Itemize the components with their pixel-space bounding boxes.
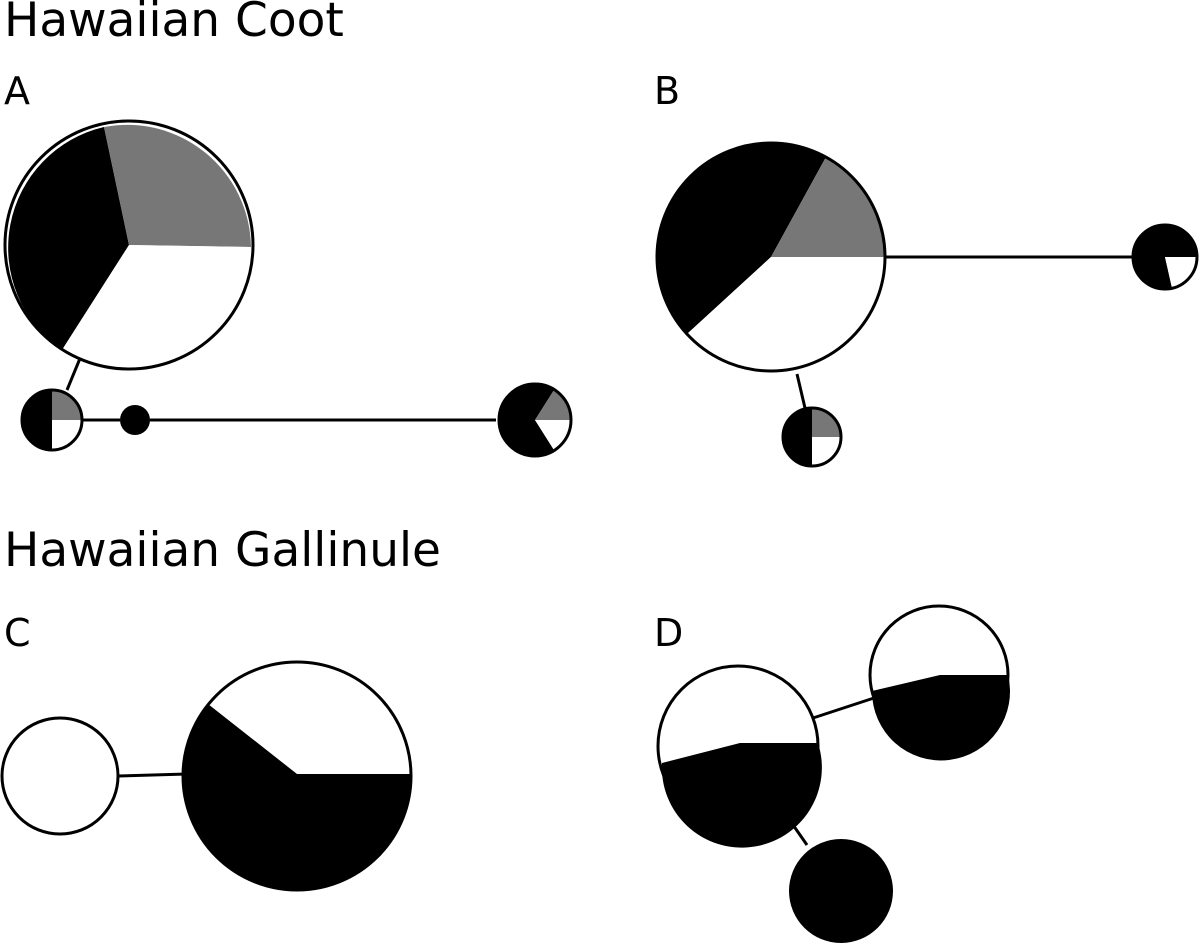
node-outline: [868, 604, 1010, 746]
haplotype-node: [656, 664, 822, 848]
pie-slice-white: [208, 661, 411, 776]
node-outline: [0, 716, 120, 836]
network-edge: [117, 772, 188, 778]
haplotype-node: [181, 660, 413, 892]
node-outline: [656, 664, 820, 828]
panel-label-a: A: [4, 69, 30, 113]
panel-d-network: [656, 604, 1010, 943]
pie-slice-white: [52, 420, 82, 450]
pie-slice-gray: [104, 124, 251, 247]
panel-a-network: [3, 119, 573, 458]
haplotype-node: [3, 119, 255, 371]
pie-slice-gray: [52, 390, 82, 420]
panel-label-c: C: [4, 611, 31, 655]
node-outline: [3, 119, 255, 371]
pie-slice-white: [62, 245, 251, 369]
node-outline: [181, 660, 413, 892]
haplotype-node: [497, 382, 573, 458]
panel-b-network: [655, 141, 1199, 468]
section-title-hawaiian-gallinule: Hawaiian Gallinule: [4, 523, 441, 578]
haplotype-node: [120, 405, 150, 435]
network-edge: [795, 373, 807, 409]
pie-slice-black: [661, 743, 822, 848]
pie-slice-black: [8, 127, 129, 350]
panel-label-b: B: [654, 69, 680, 113]
panel-label-d: D: [654, 611, 683, 655]
pie-slice-black: [871, 675, 1010, 761]
haplotype-node: [655, 141, 887, 373]
pie-slice-black: [22, 390, 52, 450]
node-outline: [781, 406, 843, 468]
pie-slice-gray: [812, 408, 841, 437]
pie-slice-black: [789, 839, 893, 943]
node-outline: [497, 382, 573, 458]
pie-slice-white: [1165, 257, 1197, 288]
pie-slice-black: [120, 405, 150, 435]
panel-c-network: [0, 660, 413, 892]
section-title-hawaiian-coot: Hawaiian Coot: [4, 0, 344, 48]
haplotype-node: [1131, 223, 1199, 291]
node-outline: [655, 141, 887, 373]
network-edge: [812, 695, 878, 720]
pie-slice-black: [183, 704, 412, 890]
haplotype-node: [868, 604, 1010, 761]
pie-slice-black: [783, 408, 812, 466]
pie-slice-black: [656, 142, 826, 334]
pie-slice-black: [498, 384, 554, 456]
node-outline: [1131, 223, 1199, 291]
pie-slice-black: [1133, 224, 1198, 289]
haplotype-node: [789, 839, 893, 943]
haplotype-node: [781, 406, 843, 468]
pie-slice-white: [687, 257, 885, 371]
node-outline: [20, 388, 84, 452]
network-edge: [65, 355, 83, 391]
haplotype-node: [0, 716, 120, 836]
haplotype-node: [20, 388, 84, 452]
pie-slice-white: [812, 437, 841, 466]
